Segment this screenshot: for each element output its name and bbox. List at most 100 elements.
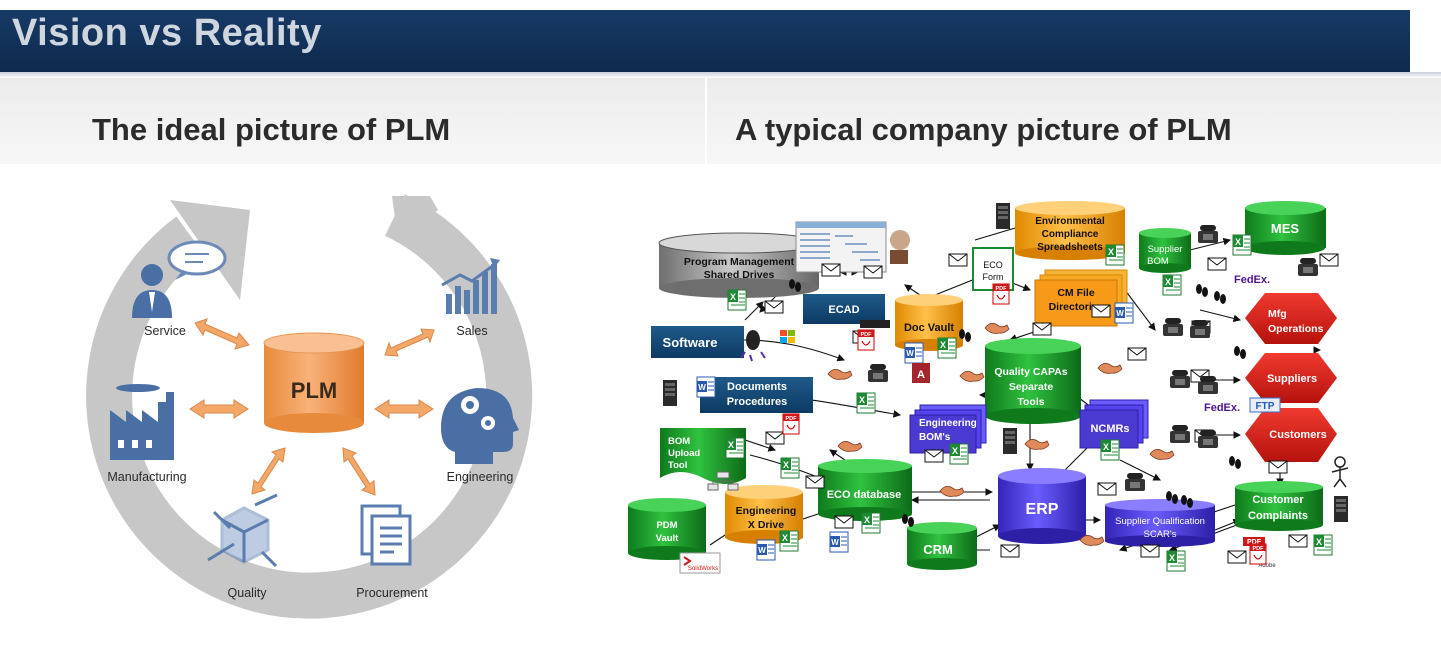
envelope-icon [805,475,825,489]
svg-text:Customers: Customers [1269,429,1326,441]
svg-text:Upload: Upload [668,448,700,459]
svg-text:FTP: FTP [1256,401,1275,412]
pdf-icon [1249,543,1267,565]
left-subtitle: The ideal picture of PLM [92,112,451,147]
cm-file-directories: CM File Directories [1034,269,1128,327]
excel-icon [727,289,747,311]
svg-text:BOM: BOM [668,436,690,447]
svg-text:Separate: Separate [1009,381,1054,393]
word-icon [1114,302,1134,324]
svg-text:Vault: Vault [656,533,680,544]
svg-text:Complaints: Complaints [1248,510,1308,522]
envelope-icon [1091,304,1111,318]
svg-text:Supplier Qualification: Supplier Qualification [1115,516,1205,527]
svg-text:Procedures: Procedures [727,396,788,408]
hand-icon [837,441,863,452]
svg-text:MES: MES [1271,221,1300,236]
bug-icon [740,330,766,362]
svg-text:ECAD: ECAD [828,304,859,316]
quality-cube-icon [207,493,278,568]
title-banner: Vision vs Reality [0,10,1410,72]
svg-text:NCMRs: NCMRs [1090,423,1129,435]
envelope-icon [764,300,784,314]
phone-icon [1190,320,1210,338]
footprint-icon [1214,291,1226,304]
svg-text:FedEx.: FedEx. [1204,402,1240,414]
arrow-sales [384,328,435,357]
svg-text:ERP: ERP [1026,501,1059,518]
envelope-icon [1097,482,1117,496]
access-icon: A [912,363,930,383]
envelope-icon [821,263,841,277]
phone-icon [1163,318,1183,336]
plm-label: PLM [291,378,337,403]
arrow-engineering [374,399,434,419]
svg-text:Tools: Tools [1017,396,1044,408]
node-manufacturing: Manufacturing [107,470,186,484]
plm-cylinder: PLM [263,332,365,433]
svg-text:Environmental: Environmental [1035,216,1105,227]
pdf-icon [857,329,875,351]
svg-text:CRM: CRM [923,542,953,557]
pdf-icon [992,283,1010,305]
software-box: Software [651,326,744,358]
svg-text:ECO database: ECO database [827,489,902,501]
svg-text:ECO: ECO [983,260,1003,270]
svg-text:Doc Vault: Doc Vault [904,322,954,334]
cycle-arrowhead-top [392,196,438,240]
envelope-icon [1207,257,1227,271]
svg-text:Supplier: Supplier [1148,244,1183,255]
hand-icon [984,323,1010,334]
service-icon [132,240,227,318]
svg-text:PDM: PDM [656,520,677,531]
footprint-icon [1234,346,1246,359]
gantt-screenshot-thumbnail [795,221,910,273]
envelope-icon [948,253,968,267]
org-chart-icon [707,471,739,491]
phone-icon [1198,225,1218,243]
phone-icon [1170,370,1190,388]
envelope-icon [1227,550,1247,564]
excel-icon [1232,234,1252,256]
envelope-icon [1268,460,1288,474]
excel-icon [1100,439,1120,461]
svg-text:A: A [917,369,925,381]
eco-form-doc: ECO Form [972,247,1014,291]
envelope-icon [863,265,883,279]
svg-text:Software: Software [663,335,718,350]
crm-cylinder: CRM [907,522,977,570]
word-icon [756,539,776,561]
server-icon [663,380,677,406]
sales-chart-icon [441,258,500,314]
banner-shadow [0,72,1441,78]
word-icon [829,531,849,553]
node-engineering: Engineering [447,470,514,484]
excel-icon [779,530,799,552]
excel-icon [1166,550,1186,572]
documents-procedures-box: Documents Procedures [700,377,813,413]
server-icon [996,203,1010,229]
svg-text:BOM: BOM [1147,256,1169,267]
double-arrows [189,318,435,496]
svg-text:Suppliers: Suppliers [1267,373,1317,385]
quality-capas-cylinder: Quality CAPAs Separate Tools [985,338,1081,424]
cycle-ring [86,194,533,619]
footprint-icon [1229,456,1241,469]
svg-text:Engineering: Engineering [736,505,797,517]
page-title: Vision vs Reality [12,12,322,54]
excel-icon [949,443,969,465]
envelope-icon [1000,544,1020,558]
svg-text:SCAR's: SCAR's [1144,529,1177,540]
hand-icon [1079,535,1105,546]
word-icon [904,342,924,364]
svg-text:BOM's: BOM's [919,432,951,443]
customer-complaints-cylinder: Customer Complaints [1235,481,1323,531]
svg-text:Spreadsheets: Spreadsheets [1037,242,1103,253]
svg-text:Tool: Tool [668,460,687,471]
fedex-logo-2: FedEx. [1204,402,1240,414]
excel-icon [725,437,745,459]
solidworks-logo: SolidWorks [679,552,721,574]
svg-text:Directories: Directories [1049,301,1104,313]
node-sales: Sales [456,324,487,338]
envelope-icon [765,431,785,445]
